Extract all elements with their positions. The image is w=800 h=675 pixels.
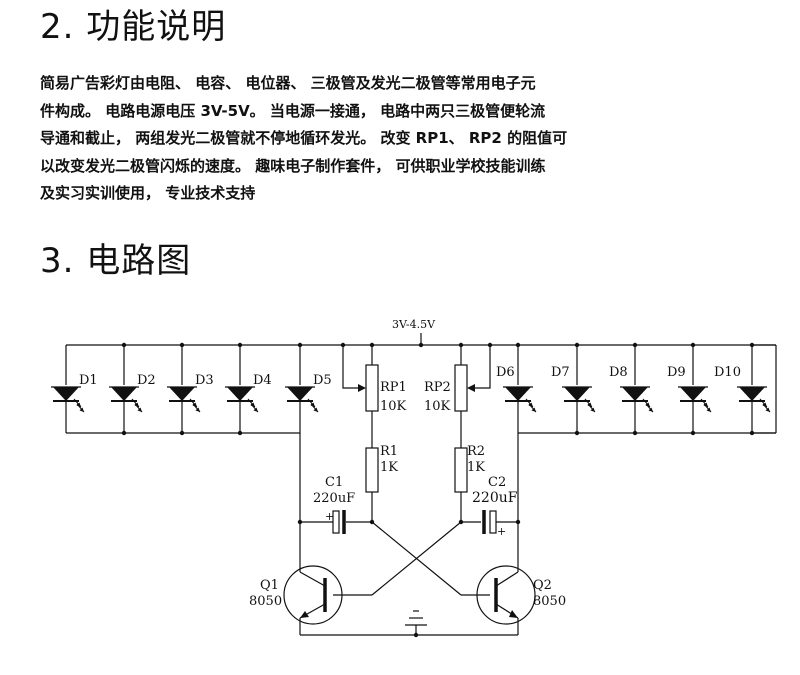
- led-d6: [502, 386, 537, 413]
- svg-text:+: +: [497, 525, 506, 538]
- led-label: D6: [496, 365, 515, 380]
- svg-text:+: +: [325, 510, 334, 523]
- led-d8: [619, 386, 654, 413]
- supply-label: 3V-4.5V: [392, 318, 436, 331]
- led-label: D3: [195, 373, 214, 388]
- rp2-value: 10K: [424, 399, 451, 414]
- led-d1: [50, 386, 85, 413]
- c1-name: C1: [325, 475, 343, 490]
- led-d10: [736, 386, 771, 413]
- rp1-value: 10K: [380, 399, 407, 414]
- description-line: 简易广告彩灯由电阻、 电容、 电位器、 三极管及发光二极管等常用电子元: [40, 74, 536, 92]
- c2-value: 220uF: [472, 490, 518, 506]
- description-line: 件构成。 电路电源电压 3V-5V。 当电源一接通， 电路中两只三极管便轮流: [40, 101, 546, 120]
- q1-value: 8050: [249, 594, 282, 609]
- led-label: D5: [313, 373, 332, 388]
- q2-name: Q2: [533, 578, 552, 593]
- section-title-function: 2. 功能说明: [40, 7, 227, 47]
- description-line: 及实习实训使用， 专业技术支持: [40, 184, 256, 202]
- section-title-circuit: 3. 电路图: [40, 241, 192, 281]
- description-line: 导通和截止， 两组发光二极管就不停地循环发光。 改变 RP1、 RP2 的阻值可: [40, 129, 568, 147]
- q1-name: Q1: [260, 578, 279, 593]
- c1-value: 220uF: [313, 491, 355, 506]
- led-d2: [108, 386, 143, 413]
- r2-name: R2: [467, 444, 485, 459]
- led-label: D9: [667, 365, 686, 380]
- r1-value: 1K: [380, 460, 398, 475]
- r1-name: R1: [380, 444, 398, 459]
- led-d5: [284, 386, 319, 413]
- led-label: D4: [253, 373, 272, 388]
- q2-value: 8050: [533, 594, 566, 609]
- led-label: D7: [551, 365, 570, 380]
- description-line: 以改变发光二极管闪烁的速度。 趣味电子制作套件， 可供职业学校技能训练: [40, 156, 546, 175]
- function-description: 简易广告彩灯由电阻、 电容、 电位器、 三极管及发光二极管等常用电子元 件构成。…: [40, 70, 770, 208]
- led-label: D10: [714, 365, 741, 380]
- led-d3: [166, 386, 201, 413]
- rp1-name: RP1: [380, 380, 407, 395]
- circuit-diagram: + + 3V-4.5V D1 D2 D3 D4 D5 D6 D7 D8 D9 D…: [50, 318, 777, 638]
- r2-value: 1K: [467, 460, 485, 475]
- led-label: D1: [79, 373, 98, 388]
- c2-name: C2: [488, 475, 506, 490]
- led-label: D2: [137, 373, 156, 388]
- rp2-name: RP2: [424, 380, 451, 395]
- led-d4: [224, 386, 259, 413]
- led-d7: [561, 386, 596, 413]
- led-d9: [677, 386, 712, 413]
- led-label: D8: [609, 365, 628, 380]
